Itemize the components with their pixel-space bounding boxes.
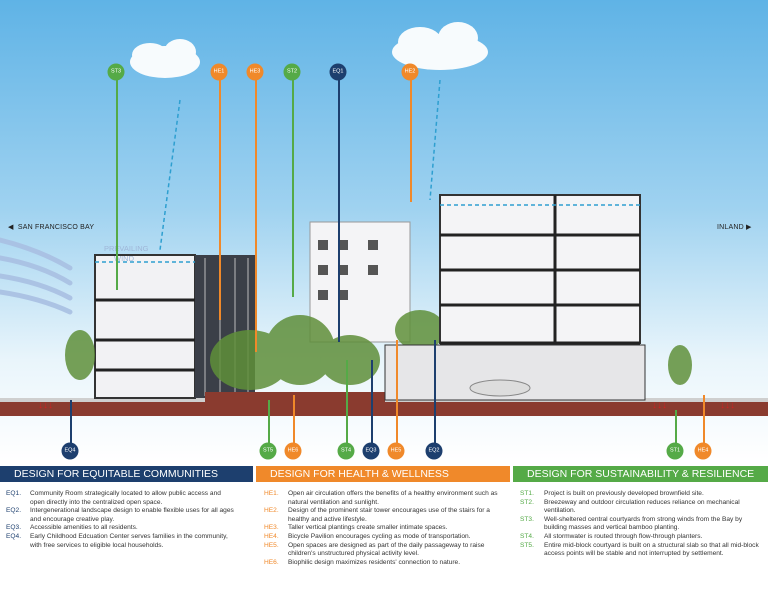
list-item: HE6. Biophilic design maximizes residents… bbox=[264, 559, 502, 568]
building-section-drawing: ↓↓↓ ↓↓↓ ↓↓↓ bbox=[0, 22, 768, 416]
item-code: HE4. bbox=[264, 532, 279, 540]
list-item: HE5. Open spaces are designed as part of … bbox=[264, 542, 502, 559]
item-code: ST2. bbox=[520, 498, 534, 506]
tag-st4[interactable]: ST4 bbox=[337, 442, 355, 460]
sustainability-list: ST1. Project is built on previously devel… bbox=[520, 490, 765, 559]
list-item: ST3. Well-sheltered central courtyards fr… bbox=[520, 516, 765, 533]
east-label: INLAND bbox=[717, 224, 744, 231]
item-text: Open spaces are designed as part of the … bbox=[288, 541, 485, 558]
item-text: Accessible amenities to all residents. bbox=[30, 524, 138, 532]
sustainability-header: DESIGN FOR SUSTAINABILITY & RESILIENCE bbox=[513, 466, 768, 482]
tag-eq3[interactable]: EQ3 bbox=[362, 442, 380, 460]
item-text: Bicycle Pavilion encourages cycling as m… bbox=[288, 532, 471, 540]
list-item: HE1. Open air circulation offers the bene… bbox=[264, 490, 502, 507]
item-text: Well-sheltered central courtyards from s… bbox=[544, 515, 743, 532]
west-direction-label: ◀ SAN FRANCISCO BAY bbox=[8, 224, 95, 231]
cloud-icon bbox=[392, 22, 488, 70]
item-text: Breezeway and outdoor circulation reduce… bbox=[544, 498, 740, 515]
tag-he1[interactable]: HE1 bbox=[210, 63, 228, 81]
list-item: HE3. Taller vertical plantings create sma… bbox=[264, 524, 502, 533]
item-text: Project is built on previously developed… bbox=[544, 490, 704, 497]
tag-he2[interactable]: HE2 bbox=[401, 63, 419, 81]
tag-st3[interactable]: ST3 bbox=[107, 63, 125, 81]
item-code: HE3. bbox=[264, 524, 279, 532]
item-code: HE6. bbox=[264, 558, 279, 566]
list-item: EQ1. Community Room strategically located… bbox=[6, 490, 234, 507]
building-section-illustration: ↓↓↓ ↓↓↓ ↓↓↓ ◀ SAN FRANCISCO BAY INLAND ▶ P… bbox=[0, 0, 768, 462]
tag-st1[interactable]: ST1 bbox=[666, 442, 684, 460]
tag-eq1[interactable]: EQ1 bbox=[329, 63, 347, 81]
tag-eq2[interactable]: EQ2 bbox=[425, 442, 443, 460]
equitable-list: EQ1. Community Room strategically located… bbox=[6, 490, 234, 550]
list-item: ST1. Project is built on previously devel… bbox=[520, 490, 765, 499]
list-item: ST5. Entire mid-block courtyard is built … bbox=[520, 542, 765, 559]
list-item: EQ4. Early Childhood Edcuation Center ser… bbox=[6, 533, 234, 550]
item-text: All stormwater is routed through flow-th… bbox=[544, 532, 703, 540]
item-text: Early Childhood Edcuation Center serves … bbox=[30, 532, 228, 549]
tag-eq4[interactable]: EQ4 bbox=[61, 442, 79, 460]
health-header: DESIGN FOR HEALTH & WELLNESS bbox=[256, 466, 510, 482]
list-item: EQ2. Intergenerational landscape design t… bbox=[6, 507, 234, 524]
tag-he6[interactable]: HE6 bbox=[284, 442, 302, 460]
item-text: Biophilic design maximizes residents' co… bbox=[288, 558, 461, 566]
item-code: EQ3. bbox=[6, 524, 22, 532]
item-code: EQ2. bbox=[6, 507, 22, 515]
item-code: EQ4. bbox=[6, 532, 22, 540]
health-list: HE1. Open air circulation offers the bene… bbox=[264, 490, 502, 567]
item-code: ST3. bbox=[520, 515, 534, 523]
equitable-header: DESIGN FOR EQUITABLE COMMUNITIES bbox=[0, 466, 253, 482]
cloud-icon bbox=[130, 39, 200, 78]
item-code: ST4. bbox=[520, 532, 534, 540]
item-text: Design of the prominent stair tower enco… bbox=[288, 507, 490, 523]
list-item: ST2. Breezeway and outdoor circulation re… bbox=[520, 499, 765, 516]
item-code: HE2. bbox=[264, 507, 279, 515]
tag-st5[interactable]: ST5 bbox=[259, 442, 277, 460]
item-code: HE5. bbox=[264, 541, 279, 549]
list-item: EQ3. Accessible amenities to all resident… bbox=[6, 524, 234, 533]
item-code: EQ1. bbox=[6, 490, 22, 497]
tag-he4[interactable]: HE4 bbox=[694, 442, 712, 460]
tag-he3[interactable]: HE3 bbox=[246, 63, 264, 81]
east-direction-label: INLAND ▶ bbox=[717, 224, 752, 231]
list-item: ST4. All stormwater is routed through flo… bbox=[520, 533, 765, 542]
item-text: Taller vertical plantings create smaller… bbox=[288, 524, 448, 532]
list-item: HE4. Bicycle Pavilion encourages cycling … bbox=[264, 533, 502, 542]
svg-text:↓↓↓: ↓↓↓ bbox=[720, 400, 735, 411]
wind-arrows-icon bbox=[0, 237, 73, 315]
item-text: Community Room strategically located to … bbox=[30, 490, 221, 506]
svg-text:↓↓↓: ↓↓↓ bbox=[652, 400, 667, 411]
item-text: Open air circulation offers the benefits… bbox=[288, 490, 498, 506]
svg-text:↓↓↓: ↓↓↓ bbox=[38, 400, 53, 411]
west-label: SAN FRANCISCO BAY bbox=[17, 224, 95, 231]
item-code: ST1. bbox=[520, 490, 534, 497]
list-item: HE2. Design of the prominent stair tower … bbox=[264, 507, 502, 524]
item-code: HE1. bbox=[264, 490, 279, 497]
item-code: ST5. bbox=[520, 541, 534, 549]
tag-he5[interactable]: HE5 bbox=[387, 442, 405, 460]
prevailing-wind-label: PREVAILING WIND bbox=[104, 244, 149, 263]
item-text: Entire mid-block courtyard is built on a… bbox=[544, 541, 759, 558]
item-text: Intergenerational landscape design to en… bbox=[30, 507, 234, 523]
tag-st2[interactable]: ST2 bbox=[283, 63, 301, 81]
